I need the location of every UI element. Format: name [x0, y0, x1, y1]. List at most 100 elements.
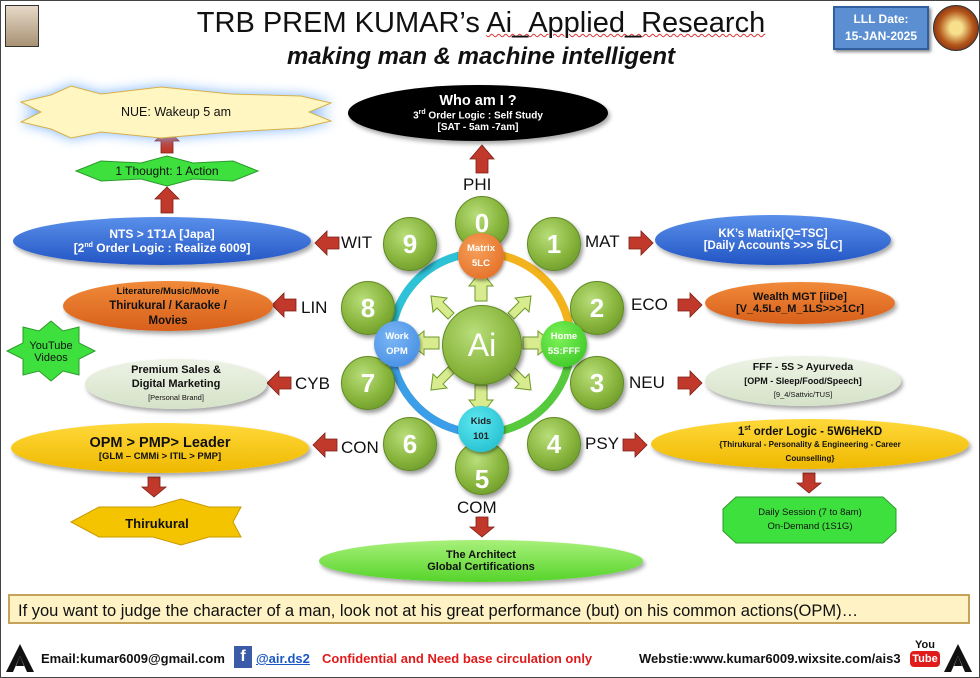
opm-line2: [GLM – CMMi > ITIL > PMP]: [98, 450, 222, 462]
opm-box: OPM > PMP> Leader [GLM – CMMi > ITIL > P…: [11, 423, 309, 473]
literature-line3: Movies: [148, 314, 188, 327]
arrow-icon: [430, 366, 455, 391]
nue-burst: [19, 85, 333, 139]
petal-4: 4: [527, 417, 581, 471]
fff-line1: FFF - 5S > Ayurveda: [752, 361, 854, 373]
kk-line1: KK’s Matrix[Q=TSC]: [718, 228, 828, 240]
page-title: TRB PREM KUMAR’s Ai_Applied_Research: [196, 7, 766, 39]
date-label: LLL Date:: [853, 12, 909, 26]
premium-box: Premium Sales & Digital Marketing [Perso…: [85, 359, 267, 409]
who-title: Who am I ?: [439, 93, 517, 110]
who-line1: 3rd Order Logic : Self Study: [413, 109, 543, 122]
temple-emblem: [933, 5, 979, 51]
arrow-icon: [677, 370, 703, 396]
wealth-line2: [V_4.5Le_M_1LS>>>1Cr]: [735, 303, 865, 315]
kk-matrix-box: KK’s Matrix[Q=TSC] [Daily Accounts >>> 5…: [655, 215, 891, 265]
wealth-box: Wealth MGT [iiDe] [V_4.5Le_M_1LS>>>1Cr]: [705, 282, 895, 324]
petal-9: 9: [383, 217, 437, 271]
label-com: COM: [457, 498, 497, 517]
arrow-icon: [468, 516, 496, 538]
arrow-icon: [430, 295, 455, 320]
arrow-icon: [795, 472, 823, 494]
date-badge: LLL Date: 15-JAN-2025: [833, 6, 929, 50]
petal-2: 2: [570, 281, 624, 335]
daily-session-label: Daily Session (7 to 8am)On-Demand (1S1G): [758, 507, 862, 532]
arrow-icon: [677, 292, 703, 318]
nts-line2: [2nd Order Logic : Realize 6009]: [73, 241, 251, 255]
label-neu: NEU: [629, 373, 665, 392]
label-eco: ECO: [631, 295, 668, 314]
footer-website[interactable]: Webstie:www.kumar6009.wixsite.com/ais3: [639, 651, 901, 666]
petal-1: 1: [527, 217, 581, 271]
arrow-icon: [507, 366, 532, 391]
arrow-icon: [628, 230, 654, 256]
petal-6: 6: [383, 417, 437, 471]
arrow-icon: [622, 432, 648, 458]
who-line2: [SAT - 5am -7am]: [437, 121, 519, 133]
arrow-icon: [469, 144, 495, 174]
label-mat: MAT: [585, 232, 620, 251]
first-line2: {Thirukural - Personality & Engineering …: [719, 440, 901, 450]
arrow-icon: [314, 230, 340, 256]
youtube-star: [5, 320, 97, 382]
nts-line1: NTS > 1T1A [Japa]: [109, 227, 215, 241]
thought-label: 1 Thought: 1 Action: [115, 164, 219, 178]
label-psy: PSY: [585, 434, 620, 453]
page-subtitle: making man & machine intelligent: [286, 43, 676, 70]
premium-line3: [Personal Brand]: [148, 393, 204, 402]
triangle-logo-icon: [6, 644, 34, 672]
title-link[interactable]: Ai_Applied_Research: [486, 7, 766, 39]
youtube-icon[interactable]: You Tube: [910, 639, 940, 673]
quote-banner: If you want to judge the character of a …: [8, 594, 970, 624]
kk-line2: [Daily Accounts >>> 5LC]: [703, 240, 843, 252]
daily-octagon: [722, 496, 897, 544]
premium-line1: Premium Sales &: [131, 364, 221, 376]
fff-box: FFF - 5S > Ayurveda [OPM - Sleep/Food/Sp…: [705, 356, 901, 406]
footer-email[interactable]: Email:kumar6009@gmail.com: [41, 651, 225, 666]
premium-line2: Digital Marketing: [131, 378, 221, 390]
facebook-icon[interactable]: f: [234, 646, 252, 668]
thirukural-label: Thirukural: [125, 515, 189, 531]
label-cyb: CYB: [295, 374, 330, 393]
opm-line1: OPM > PMP> Leader: [89, 434, 231, 451]
who-am-i-box: Who am I ? 3rd Order Logic : Self Study …: [348, 85, 608, 141]
triangle-logo-icon: [944, 644, 972, 672]
literature-line1: Literature/Music/Movie: [116, 285, 220, 297]
label-lin: LIN: [301, 298, 328, 317]
literature-line2: Thirukural / Karaoke /: [109, 299, 227, 312]
architect-box: The Architect Global Certifications: [319, 540, 643, 582]
arrow-icon: [467, 270, 495, 302]
literature-box: Literature/Music/Movie Thirukural / Kara…: [63, 281, 273, 331]
footer-confidential: Confidential and Need base circulation o…: [322, 651, 593, 666]
arrow-icon: [271, 292, 297, 318]
core-ai: Ai: [442, 305, 522, 385]
date-value: 15-JAN-2025: [844, 29, 918, 43]
petal-7: 7: [341, 356, 395, 410]
first-line1: 1st order Logic - 5W6HeKD: [737, 424, 883, 438]
nue-label: NUE: Wakeup 5 am: [121, 105, 231, 119]
first-line3: Counselling}: [785, 454, 835, 464]
thirukural-star: [69, 498, 242, 546]
nts-box: NTS > 1T1A [Japa] [2nd Order Logic : Rea…: [13, 217, 311, 265]
arrow-icon: [312, 432, 338, 458]
label-wit: WIT: [341, 233, 373, 252]
wealth-line1: Wealth MGT [iiDe]: [753, 291, 847, 303]
petal-3: 3: [570, 356, 624, 410]
thought-burst: [74, 155, 260, 187]
sage-avatar: [5, 5, 39, 47]
fff-line2: [OPM - Sleep/Food/Speech]: [744, 376, 862, 386]
arrow-icon: [266, 370, 292, 396]
arrow-icon: [154, 186, 180, 214]
arrow-icon: [140, 476, 168, 498]
footer-social-link[interactable]: @air.ds2: [256, 651, 310, 666]
label-con: CON: [341, 438, 379, 457]
label-phi: PHI: [463, 175, 492, 194]
first-order-box: 1st order Logic - 5W6HeKD {Thirukural - …: [651, 419, 969, 469]
fff-line3: [9_4/Sattvic/TUS]: [773, 390, 833, 399]
